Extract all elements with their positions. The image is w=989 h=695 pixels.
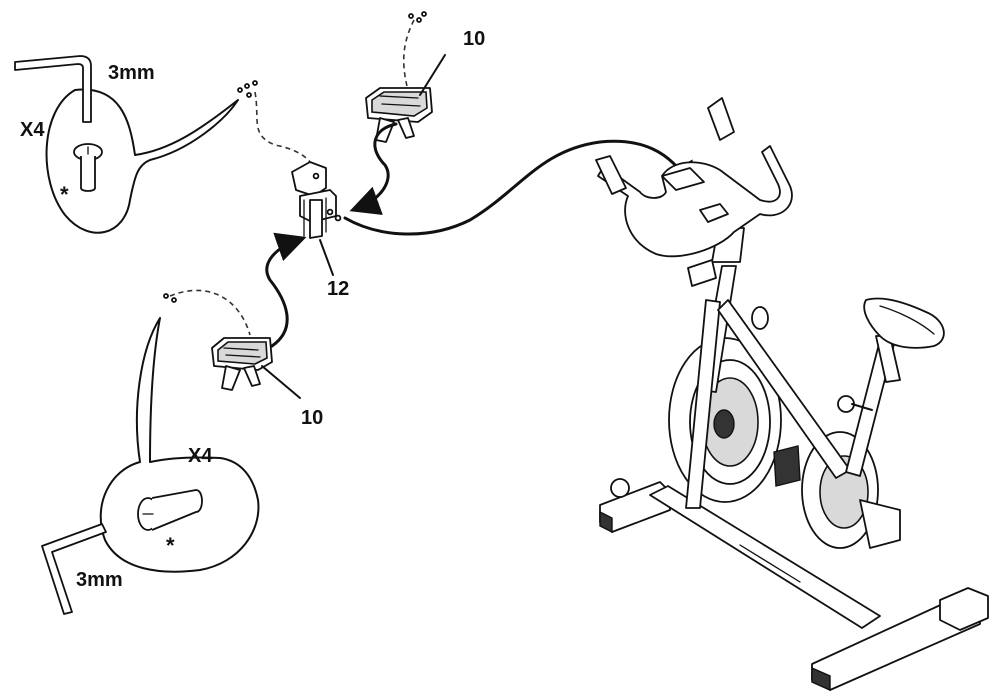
- hex-key-size-label-bottom: 3mm: [76, 569, 123, 591]
- arrow-bottom-pedal-to-bracket: [265, 232, 307, 348]
- quantity-label-top: X4: [20, 119, 45, 141]
- asterisk-label-top: *: [60, 182, 69, 207]
- seat: [863, 297, 945, 349]
- arrow-top-pedal-to-bracket: [349, 122, 398, 215]
- bottom-left-callout: X4 * 3mm: [41, 317, 260, 615]
- asterisk-label-bottom: *: [166, 533, 175, 558]
- screw-dots-top: [237, 80, 258, 98]
- part-label-10-bottom: 10: [301, 407, 323, 429]
- pedal-top: 10: [349, 11, 485, 215]
- hex-key-size-label-top: 3mm: [108, 62, 155, 84]
- bolt-bottom: [137, 489, 203, 531]
- exercise-bike: [595, 97, 989, 692]
- bracket-12: 12: [291, 161, 349, 300]
- dashed-lead-top-pedal: [402, 19, 415, 91]
- top-left-callout: 3mm X4 *: [14, 55, 319, 234]
- arrow-bracket-to-bike: [343, 139, 695, 236]
- callout-bubble-top: [45, 88, 239, 234]
- part-label-12: 12: [327, 278, 349, 300]
- part-label-10-top: 10: [463, 28, 485, 50]
- pedal-bottom: 10: [163, 232, 323, 429]
- quantity-label-bottom: X4: [188, 445, 213, 467]
- callout-bubble-bottom: [99, 317, 260, 573]
- dashed-lead-bottom-pedal: [169, 289, 251, 336]
- hex-key-bottom: [41, 523, 107, 615]
- hex-key-top: [14, 55, 92, 123]
- handlebars: [597, 145, 793, 258]
- bolt-top: [73, 143, 103, 192]
